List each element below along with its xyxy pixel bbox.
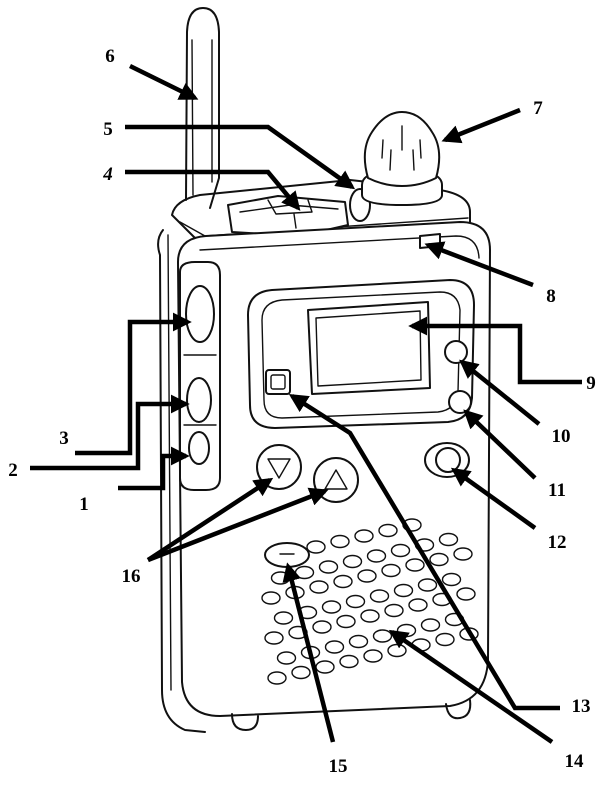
callout-14: 14 — [565, 751, 585, 772]
callout-7: 7 — [533, 98, 543, 119]
speaker-hole — [438, 532, 459, 547]
handheld-radio-illustration — [157, 7, 491, 733]
callout-4: 4 — [102, 164, 113, 185]
speaker-hole — [378, 523, 398, 538]
speaker-hole — [384, 603, 404, 618]
speaker-hole — [312, 620, 332, 634]
speaker-hole — [381, 563, 401, 578]
callout-labels: 1 2 3 4 5 6 7 8 9 10 11 12 13 14 15 16 — [8, 46, 596, 777]
speaker-hole — [417, 578, 438, 592]
leader-11 — [463, 409, 537, 480]
speaker-hole — [408, 598, 428, 612]
speaker-hole — [393, 583, 414, 598]
callout-1: 1 — [79, 494, 89, 515]
speaker-hole — [276, 651, 297, 665]
speaker-hole — [339, 654, 359, 669]
speaker-hole — [363, 649, 383, 663]
function-button — [444, 340, 468, 364]
callout-leaders — [30, 63, 582, 744]
callout-5: 5 — [103, 119, 113, 140]
callout-2: 2 — [8, 460, 18, 481]
speaker-hole — [336, 614, 356, 629]
speaker-hole — [429, 552, 449, 567]
callout-11: 11 — [548, 480, 566, 501]
leader-3 — [75, 312, 192, 456]
callout-16: 16 — [122, 566, 141, 587]
leader-15 — [282, 562, 336, 743]
speaker-hole — [405, 558, 425, 572]
speaker-hole — [309, 580, 329, 594]
speaker-hole — [348, 634, 369, 649]
call-button — [435, 447, 461, 473]
callout-10: 10 — [552, 426, 571, 447]
antenna — [185, 7, 220, 209]
leader-16b — [147, 487, 329, 563]
leader-12 — [450, 467, 537, 530]
speaker-hole — [261, 591, 281, 605]
leader-13 — [288, 393, 560, 711]
callout-3: 3 — [59, 428, 69, 449]
leader-5 — [125, 124, 356, 190]
speaker-hole — [267, 671, 287, 685]
leader-10 — [459, 359, 541, 426]
speaker-hole — [330, 534, 350, 549]
scan-button — [448, 390, 472, 414]
speaker-hole — [453, 547, 473, 561]
speaker-hole — [390, 543, 411, 558]
speaker-hole — [354, 529, 374, 543]
speaker-hole — [273, 611, 294, 625]
speaker-hole — [435, 632, 455, 647]
callout-9: 9 — [586, 373, 596, 394]
leader-1 — [118, 446, 190, 491]
callout-15: 15 — [329, 756, 348, 777]
lcd-display — [307, 301, 431, 395]
callout-13: 13 — [572, 696, 591, 717]
leader-16a — [146, 477, 274, 562]
side-clip — [157, 229, 206, 733]
leader-6 — [129, 63, 199, 101]
mode-button — [265, 369, 291, 395]
key-lock-switch — [227, 195, 349, 237]
speaker-hole — [369, 589, 390, 603]
speaker-hole — [357, 569, 377, 583]
speaker-hole — [264, 631, 284, 645]
speaker-hole — [441, 572, 462, 587]
leader-7 — [441, 107, 521, 144]
speaker-hole — [321, 600, 342, 614]
speaker-hole — [366, 549, 387, 563]
microphone — [264, 542, 310, 568]
speaker-hole — [333, 574, 353, 589]
speaker-hole — [456, 587, 476, 601]
callout-8: 8 — [546, 286, 556, 307]
callout-6: 6 — [105, 46, 115, 67]
speaker-hole — [324, 640, 345, 654]
callout-12: 12 — [548, 532, 567, 553]
speaker-hole — [345, 594, 366, 609]
speaker-hole — [342, 554, 363, 569]
up-button — [313, 457, 359, 503]
speaker-hole — [360, 609, 380, 623]
leader-14 — [388, 629, 554, 744]
leader-4 — [125, 169, 301, 211]
speaker-hole — [420, 618, 441, 632]
leader-2 — [30, 394, 190, 471]
speaker-hole — [318, 560, 339, 574]
speaker-hole — [291, 665, 311, 680]
leader-9 — [408, 316, 582, 385]
leader-8 — [424, 241, 534, 288]
speaker-hole — [306, 540, 326, 554]
